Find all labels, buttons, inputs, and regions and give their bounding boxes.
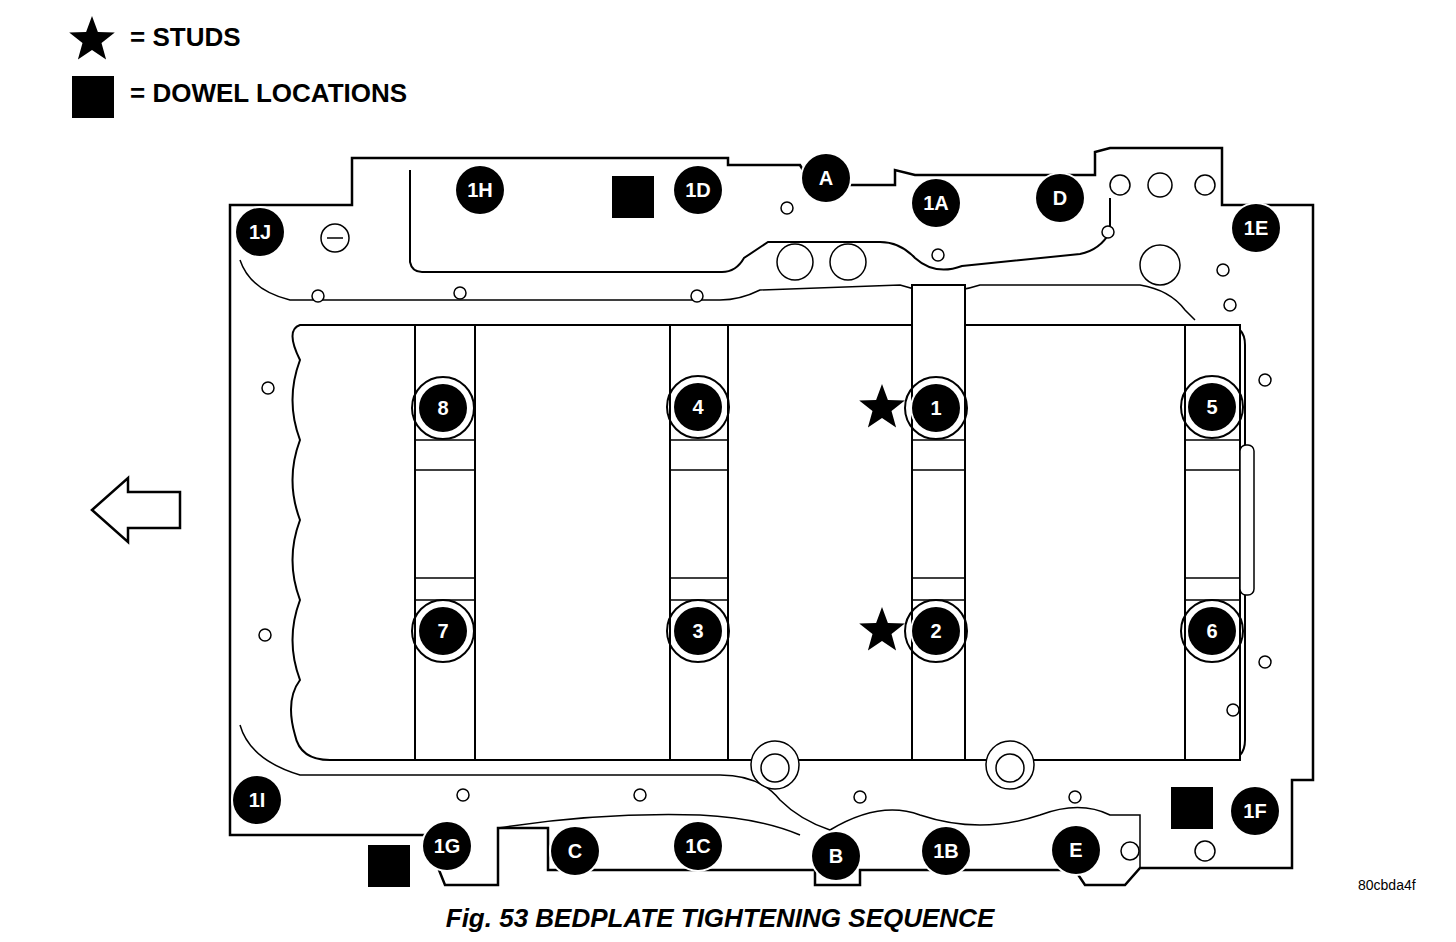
bolt-circle: 4 bbox=[674, 383, 722, 431]
bolt-number: 1B bbox=[933, 841, 959, 861]
figure-caption: Fig. 53 BEDPLATE TIGHTENING SEQUENCE bbox=[446, 903, 994, 934]
bolt-number: 2 bbox=[930, 621, 941, 641]
bolt-circle: 1J bbox=[236, 208, 284, 256]
rib-mark bbox=[415, 440, 1240, 600]
bolt-circle: 1D bbox=[674, 166, 722, 214]
bolt-circle: C bbox=[551, 827, 599, 875]
bolt-number: 1F bbox=[1243, 801, 1266, 821]
hole bbox=[259, 173, 1271, 861]
bolt-circle: E bbox=[1052, 826, 1100, 874]
stud-symbol bbox=[69, 16, 115, 59]
bolt-number: D bbox=[1053, 188, 1067, 208]
bolt-circle: 1B bbox=[922, 827, 970, 875]
legend-text: = DOWEL LOCATIONS bbox=[130, 78, 407, 109]
bolt-number: 1E bbox=[1244, 218, 1268, 238]
bolt-number: 1H bbox=[467, 180, 493, 200]
bedplate-outline bbox=[230, 148, 1313, 885]
bolt-circle: 6 bbox=[1188, 607, 1236, 655]
bolt-circle: 1C bbox=[674, 822, 722, 870]
bolt-number: 7 bbox=[437, 621, 448, 641]
bolt-number: 6 bbox=[1206, 621, 1217, 641]
bolt-number: 4 bbox=[692, 397, 703, 417]
main-bearing-cap bbox=[415, 285, 1240, 760]
dowel-symbol bbox=[72, 76, 114, 118]
bolt-number: 1I bbox=[249, 790, 266, 810]
bolt-circle: B bbox=[812, 832, 860, 880]
bolt-number: 1J bbox=[249, 222, 271, 242]
front-arrow bbox=[92, 478, 180, 542]
bolt-circle: 1A bbox=[912, 179, 960, 227]
bolt-circle: 1E bbox=[1232, 204, 1280, 252]
flange-edge bbox=[410, 170, 1110, 272]
bolt-number: 8 bbox=[437, 398, 448, 418]
dowel-symbol bbox=[1171, 787, 1213, 829]
dowel-symbol bbox=[368, 845, 410, 887]
bolt-circle: 3 bbox=[674, 607, 722, 655]
bolt-circle: 2 bbox=[912, 607, 960, 655]
bolt-number: 3 bbox=[692, 621, 703, 641]
bolt-circle: 1I bbox=[233, 776, 281, 824]
bolt-number: E bbox=[1069, 840, 1082, 860]
bolt-number: 1 bbox=[930, 398, 941, 418]
bolt-number: 1C bbox=[685, 836, 711, 856]
bolt-number: C bbox=[568, 841, 582, 861]
legend-text: = STUDS bbox=[130, 22, 241, 53]
bolt-circle: A bbox=[802, 154, 850, 202]
stud-symbol bbox=[859, 384, 905, 427]
flange-edge bbox=[498, 815, 800, 835]
bolt-circle: 8 bbox=[419, 384, 467, 432]
figure-code: 80cbda4f bbox=[1358, 877, 1416, 893]
flange-edge bbox=[240, 260, 1195, 320]
stud-symbol bbox=[859, 607, 905, 650]
bolt-circle: 1G bbox=[423, 822, 471, 870]
bolt-circle: 1H bbox=[456, 166, 504, 214]
bolt-number: 1D bbox=[685, 180, 711, 200]
dowel-symbol bbox=[612, 176, 654, 218]
bolt-number: 5 bbox=[1206, 397, 1217, 417]
bolt-number: 1G bbox=[434, 836, 461, 856]
bolt-number: A bbox=[819, 168, 833, 188]
bolt-circle: 1 bbox=[912, 384, 960, 432]
bolt-number: 1A bbox=[923, 193, 949, 213]
bolt-number: B bbox=[829, 846, 843, 866]
bolt-circle: 5 bbox=[1188, 383, 1236, 431]
bolt-circle: D bbox=[1036, 174, 1084, 222]
bolt-circle: 7 bbox=[419, 607, 467, 655]
bolt-boss bbox=[412, 376, 1243, 662]
bolt-circle: 1F bbox=[1231, 787, 1279, 835]
crankcase-opening bbox=[291, 325, 1245, 760]
